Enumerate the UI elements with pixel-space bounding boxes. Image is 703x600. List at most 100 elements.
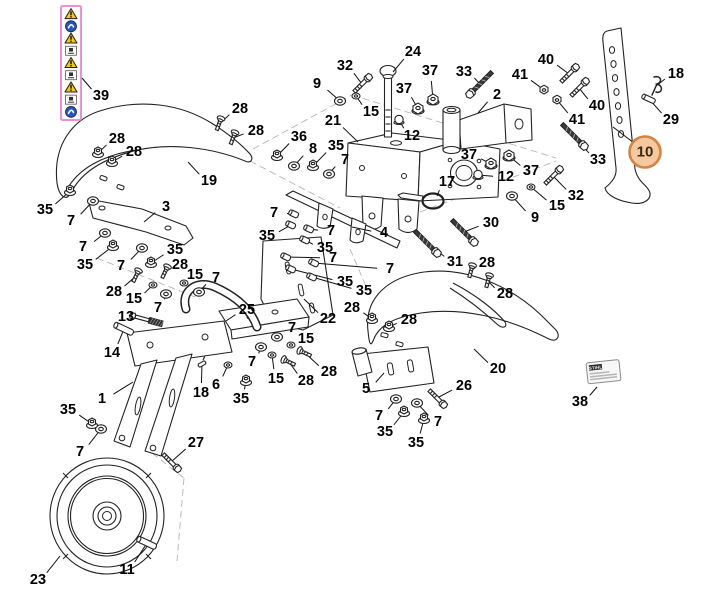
pin-glyph (136, 535, 158, 550)
part-label-32[interactable]: 32 (337, 58, 374, 94)
part-label-18[interactable]: 18 (651, 66, 684, 96)
part-label-41[interactable]: 41 (512, 67, 549, 95)
part-label-36[interactable]: 36 (270, 129, 308, 162)
part-label-28[interactable]: 28 (227, 123, 264, 146)
part-label-13[interactable]: 13 (118, 309, 164, 328)
part-label-37[interactable]: 37 (396, 81, 425, 115)
part-label-19[interactable]: 19 (187, 161, 217, 189)
part-label-28[interactable]: 28 (91, 131, 126, 159)
part-label-28[interactable]: 28 (296, 346, 337, 380)
part-label-35[interactable]: 35 (77, 239, 120, 273)
part-label-35[interactable]: 35 (306, 138, 345, 172)
part-label-30[interactable]: 30 (449, 215, 499, 248)
part-label-7[interactable]: 7 (79, 228, 112, 255)
part-label-7[interactable]: 7 (270, 205, 300, 221)
part-label-7[interactable]: 7 (270, 320, 297, 342)
part-label-7[interactable]: 7 (322, 152, 350, 179)
part-label-7[interactable]: 7 (67, 196, 100, 229)
part-label-28[interactable]: 28 (159, 257, 188, 280)
nut-flange-glyph (397, 405, 411, 418)
part-label-15[interactable]: 15 (351, 92, 379, 120)
part-label-35[interactable]: 35 (233, 374, 253, 407)
part-label-14[interactable]: 14 (104, 321, 135, 361)
part-label-40[interactable]: 40 (538, 52, 581, 84)
part-label-28[interactable]: 28 (382, 312, 418, 333)
part-label-20[interactable]: 20 (473, 348, 506, 377)
part-label-40[interactable]: 40 (569, 76, 605, 114)
part-label-8[interactable]: 8 (287, 141, 318, 171)
part-label-7[interactable]: 7 (303, 223, 335, 239)
part-label-25[interactable]: 25 (225, 302, 255, 322)
highlight-callout[interactable]: 10 (612, 126, 662, 169)
part-label-7[interactable]: 7 (117, 243, 149, 274)
part-label-35[interactable]: 35 (306, 272, 372, 299)
part-label-27[interactable]: 27 (161, 435, 204, 474)
part-label-28[interactable]: 28 (344, 300, 379, 325)
part-label-35[interactable]: 35 (408, 412, 431, 451)
part-label-33[interactable]: 33 (456, 64, 495, 100)
part-label-28[interactable]: 28 (213, 101, 248, 132)
part-label-37[interactable]: 37 (461, 147, 498, 170)
part-number: 17 (439, 174, 455, 190)
part-label-7[interactable]: 7 (308, 258, 394, 277)
screw-glyph (160, 263, 172, 280)
part-label-9[interactable]: 9 (313, 76, 347, 106)
dome-nut-glyph (472, 169, 484, 181)
part-label-12[interactable]: 12 (472, 169, 514, 185)
part-label-28[interactable]: 28 (482, 272, 513, 302)
part-label-31[interactable]: 31 (412, 228, 463, 270)
part-label-26[interactable]: 26 (427, 378, 472, 410)
part-label-35[interactable]: 35 (37, 184, 77, 218)
part-label-28[interactable]: 28 (465, 255, 495, 279)
part-label-15[interactable]: 15 (179, 267, 203, 287)
part-label-22[interactable]: 22 (303, 298, 336, 327)
part-label-7[interactable]: 7 (248, 342, 268, 370)
part-label-7[interactable]: 7 (192, 270, 221, 297)
part-label-28[interactable]: 28 (105, 144, 143, 168)
part-label-18[interactable]: 18 (193, 356, 209, 401)
part-label-23[interactable]: 23 (30, 555, 61, 588)
part-label-32[interactable]: 32 (543, 164, 584, 204)
part-label-35[interactable]: 35 (377, 405, 411, 440)
part-label-15[interactable]: 15 (267, 351, 284, 387)
part-label-4[interactable]: 4 (351, 225, 388, 241)
part-label-37[interactable]: 37 (502, 149, 539, 179)
part-label-35[interactable]: 35 (60, 402, 99, 430)
part-label-2[interactable]: 2 (477, 87, 501, 114)
part-label-7[interactable]: 7 (375, 394, 403, 424)
part-label-7[interactable]: 7 (280, 250, 337, 266)
part-label-35[interactable]: 35 (259, 220, 297, 244)
part-label-24[interactable]: 24 (392, 44, 421, 73)
part-label-15[interactable]: 15 (126, 281, 158, 307)
part-label-33[interactable]: 33 (559, 121, 606, 168)
part-label-6[interactable]: 6 (212, 361, 233, 393)
part-label-21[interactable]: 21 (325, 113, 359, 143)
part-number: 28 (232, 101, 248, 117)
part-label-41[interactable]: 41 (552, 94, 585, 128)
part-label-12[interactable]: 12 (393, 114, 420, 144)
part-label-35[interactable]: 35 (144, 242, 184, 269)
part-label-39[interactable]: 39 (81, 77, 109, 104)
callout-circle[interactable] (628, 135, 662, 169)
part-label-7[interactable]: 7 (76, 424, 108, 460)
part-label-1[interactable]: 1 (98, 381, 134, 407)
part-label-35[interactable]: 35 (299, 235, 333, 256)
part-number: 28 (401, 312, 417, 328)
part-label-38[interactable]: 38 (572, 386, 598, 410)
part-label-3[interactable]: 3 (143, 199, 170, 223)
warning-triangle-icon (64, 81, 78, 93)
part-label-9[interactable]: 9 (505, 191, 540, 226)
part-label-5[interactable]: 5 (362, 372, 385, 397)
part-number: 35 (408, 435, 424, 451)
part-label-7[interactable]: 7 (410, 398, 443, 430)
part-label-29[interactable]: 29 (641, 93, 679, 128)
part-label-15[interactable]: 15 (286, 331, 314, 349)
part-label-11[interactable]: 11 (119, 535, 158, 578)
part-label-17[interactable]: 17 (436, 174, 455, 197)
part-label-7[interactable]: 7 (154, 289, 173, 316)
part-label-28[interactable]: 28 (106, 267, 143, 300)
part-label-15[interactable]: 15 (526, 183, 565, 214)
part-number: 21 (325, 113, 341, 129)
part-label-28[interactable]: 28 (280, 355, 314, 389)
part-label-37[interactable]: 37 (422, 63, 440, 106)
